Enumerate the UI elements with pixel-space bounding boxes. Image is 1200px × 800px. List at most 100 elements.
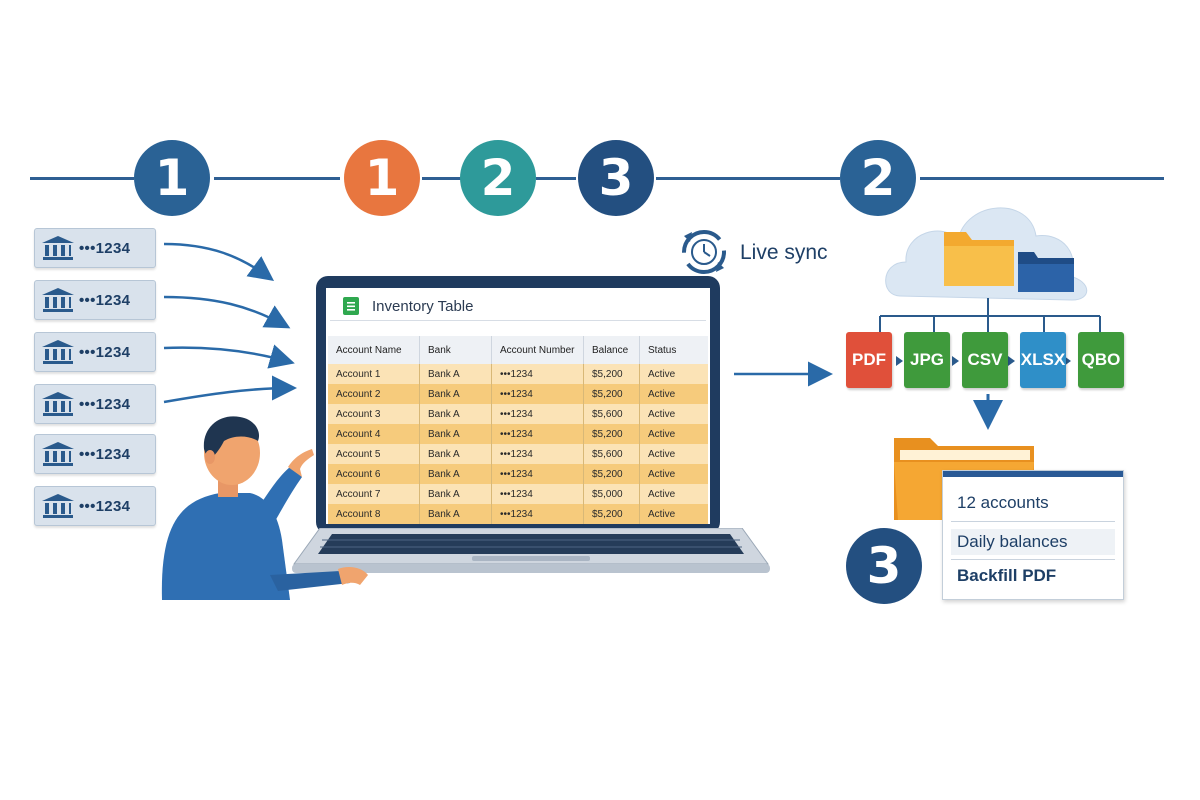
- format-qbo-badge[interactable]: QBO: [1078, 332, 1124, 388]
- account-number: •••1234: [79, 395, 131, 413]
- timeline-line-3: [422, 177, 462, 180]
- column-header[interactable]: Account Name: [328, 336, 420, 364]
- table-cell: •••1234: [491, 424, 584, 444]
- table-cell: $5,200: [583, 364, 640, 384]
- step-badge-1-orange: 1: [344, 140, 420, 216]
- flow-arrow: [163, 242, 275, 281]
- column-header[interactable]: Account Number: [491, 336, 584, 364]
- flow-arrow: [163, 295, 291, 329]
- format-csv-badge[interactable]: CSV: [962, 332, 1008, 388]
- step-badge-3-navy: 3: [578, 140, 654, 216]
- summary-backfill-pdf: Backfill PDF: [957, 566, 1057, 585]
- step-badge-2-teal: 2: [460, 140, 536, 216]
- table-cell: Account 4: [328, 424, 420, 444]
- table-cell: •••1234: [491, 364, 584, 384]
- table-cell: Bank A: [419, 444, 492, 464]
- account-chip: •••1234: [34, 384, 156, 424]
- timeline-line-4: [536, 177, 576, 180]
- table-cell: Bank A: [419, 464, 492, 484]
- table-cell: Active: [639, 444, 708, 464]
- table-cell: •••1234: [491, 384, 584, 404]
- bank-icon: [42, 494, 74, 518]
- live-sync-label: Live sync: [740, 241, 828, 264]
- table-cell: •••1234: [491, 484, 584, 504]
- bank-icon: [42, 442, 74, 466]
- account-chip: •••1234: [34, 486, 156, 526]
- timeline-line-1: [30, 177, 134, 180]
- table-cell: Account 6: [328, 464, 420, 484]
- table-cell: Active: [639, 504, 708, 524]
- table-cell: Account 8: [328, 504, 420, 524]
- table-cell: Bank A: [419, 504, 492, 524]
- sync-icon: [682, 230, 726, 274]
- divider: [951, 559, 1115, 560]
- table-cell: Bank A: [419, 404, 492, 424]
- column-header[interactable]: Bank: [419, 336, 492, 364]
- bank-icon: [42, 236, 74, 260]
- account-chip: •••1234: [34, 332, 156, 372]
- table-cell: Active: [639, 364, 708, 384]
- flow-arrow: [163, 375, 297, 404]
- table-cell: Bank A: [419, 384, 492, 404]
- table-cell: •••1234: [491, 504, 584, 524]
- table-cell: $5,000: [583, 484, 640, 504]
- account-number: •••1234: [79, 445, 131, 463]
- account-chip: •••1234: [34, 280, 156, 320]
- divider: [951, 521, 1115, 522]
- column-header[interactable]: Balance: [583, 336, 640, 364]
- table-cell: $5,600: [583, 444, 640, 464]
- account-number: •••1234: [79, 497, 131, 515]
- format-pdf-badge[interactable]: PDF: [846, 332, 892, 388]
- table-cell: Active: [639, 404, 708, 424]
- format-jpg-badge[interactable]: JPG: [904, 332, 950, 388]
- inventory-table-title: Inventory Table: [372, 298, 474, 315]
- step-badge-1: 1: [134, 140, 210, 216]
- account-number: •••1234: [79, 291, 131, 309]
- format-xlsx-badge[interactable]: XLSX: [1020, 332, 1066, 388]
- timeline-line-5: [656, 177, 840, 180]
- table-cell: Active: [639, 424, 708, 444]
- bank-icon: [42, 392, 74, 416]
- timeline-line-2: [214, 177, 340, 180]
- table-cell: Account 5: [328, 444, 420, 464]
- person-illustration: [161, 416, 368, 600]
- bank-icon: [42, 288, 74, 312]
- table-cell: Account 1: [328, 364, 420, 384]
- account-chip: •••1234: [34, 228, 156, 268]
- table-header-row: Account Name Bank Account Number Balance…: [328, 336, 708, 364]
- laptop-keyboard-base: [292, 528, 770, 573]
- summary-accounts: 12 accounts: [957, 493, 1049, 512]
- inventory-table: Account Name Bank Account Number Balance…: [328, 336, 708, 524]
- column-header[interactable]: Status: [639, 336, 708, 364]
- table-cell: Account 7: [328, 484, 420, 504]
- table-cell: Account 3: [328, 404, 420, 424]
- table-cell: •••1234: [491, 464, 584, 484]
- folder-icon: [1018, 252, 1074, 292]
- table-cell: Bank A: [419, 364, 492, 384]
- table-cell: •••1234: [491, 444, 584, 464]
- flow-arrow: [163, 344, 295, 369]
- table-cell: •••1234: [491, 404, 584, 424]
- account-chip: •••1234: [34, 434, 156, 474]
- table-cell: Bank A: [419, 484, 492, 504]
- timeline-line-6: [920, 177, 1164, 180]
- folder-icon: [944, 232, 1014, 286]
- table-cell: Active: [639, 464, 708, 484]
- table-cell: Account 2: [328, 384, 420, 404]
- account-number: •••1234: [79, 343, 131, 361]
- spreadsheet-icon: [343, 297, 359, 315]
- step-badge-3: 3: [846, 528, 922, 604]
- divider: [330, 320, 706, 321]
- account-number: •••1234: [79, 239, 131, 257]
- table-cell: Bank A: [419, 424, 492, 444]
- table-cell: $5,200: [583, 504, 640, 524]
